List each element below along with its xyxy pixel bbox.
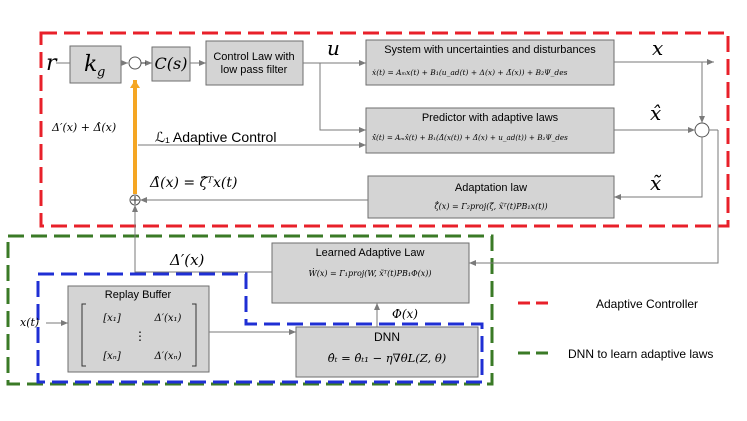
system-title: System with uncertainties and disturbanc… (384, 44, 596, 56)
predictor-block (365, 107, 615, 154)
u-signal-label: u (327, 36, 340, 60)
matrix-r2c2: Δ′(xₙ) (154, 351, 182, 362)
matrix-r1c2: Δ′(x₁) (154, 313, 182, 324)
matrix-dots: ⋮ (134, 329, 146, 343)
adaptive-controller-boundary (39, 31, 730, 228)
cs-block (151, 46, 191, 82)
cs-label: C(s) (155, 54, 188, 73)
xtilde-signal-label: x̃ (650, 171, 662, 195)
control-law-block (205, 40, 304, 86)
kg-block (69, 45, 122, 84)
kg-label: k (84, 52, 97, 77)
matrix-left-bracket (81, 303, 86, 367)
replay-buffer-block (67, 285, 210, 373)
control-law-line1: Control Law with (213, 51, 294, 63)
learned-law-block (271, 242, 470, 304)
x-signal-label: x (652, 36, 663, 60)
u-branch-to-predictor (319, 63, 366, 133)
delta-hat-equation: Δ̂(x) = ζ̂ᵀx(t) (149, 175, 237, 191)
predictor-title: Predictor with adaptive laws (422, 112, 559, 124)
kg-subscript: g (97, 65, 105, 80)
adaptation-equation: ζ̂̇(x) = Γ₂proj(ζ̂, x̃ᵀ(t)PB₁x(t)) (434, 202, 547, 211)
legend-dnn-laws: DNN to learn adaptive laws (568, 347, 713, 361)
dnn-equation: θ̂ₜ = θ̂ₜ₁ − η∇θL(Z, θ) (328, 351, 447, 365)
matrix-r1c1: [x₁] (103, 313, 121, 324)
right-feedback-line (469, 130, 719, 266)
dnn-inner-boundary (36, 272, 484, 384)
sum-junction-1 (128, 56, 142, 70)
dnn-title: DNN (374, 330, 400, 344)
dnn-block (295, 326, 479, 378)
xhat-signal-label: x̂ (650, 101, 661, 125)
replay-buffer-title: Replay Buffer (105, 289, 172, 301)
adaptation-title: Adaptation law (455, 182, 527, 194)
system-equation: ẋ(t) = Aₘx(t) + B₁(u_ad(t) + Δ(x) + Δ̃(x… (372, 68, 568, 77)
dnn-group-boundary (6, 234, 494, 386)
legend-adaptive-controller: Adaptive Controller (596, 297, 698, 311)
predictor-equation: x̂̇(t) = Aₘx̂(t) + B₁(Δ̂(x(t)) + Δ̂(x) +… (372, 133, 568, 142)
delta-sum-label: Δ′(x) + Δ̂(x) (51, 121, 116, 134)
matrix-right-bracket (192, 303, 197, 367)
xtilde-line (614, 137, 703, 200)
delta-prime-line (132, 205, 272, 273)
system-block (365, 39, 615, 86)
phi-label: Φ(x) (392, 307, 418, 321)
sum-junction-2 (694, 122, 710, 138)
delta-prime-label: Δ′(x) (169, 251, 205, 269)
learned-law-title: Learned Adaptive Law (316, 247, 425, 259)
control-law-line2: low pass filter (221, 64, 288, 76)
xt-label: x(t) (20, 316, 39, 329)
matrix-r2c1: [xₙ] (103, 351, 121, 362)
learned-law-equation: Ẇ(x) = Γ₁proj(W, x̃ᵀ(t)PB₁Φ(x)) (308, 269, 431, 278)
l1-adaptive-control-label: ℒ₁ Adaptive Control (155, 129, 276, 145)
r-signal-label: r (46, 51, 58, 76)
adaptation-block (367, 175, 615, 219)
